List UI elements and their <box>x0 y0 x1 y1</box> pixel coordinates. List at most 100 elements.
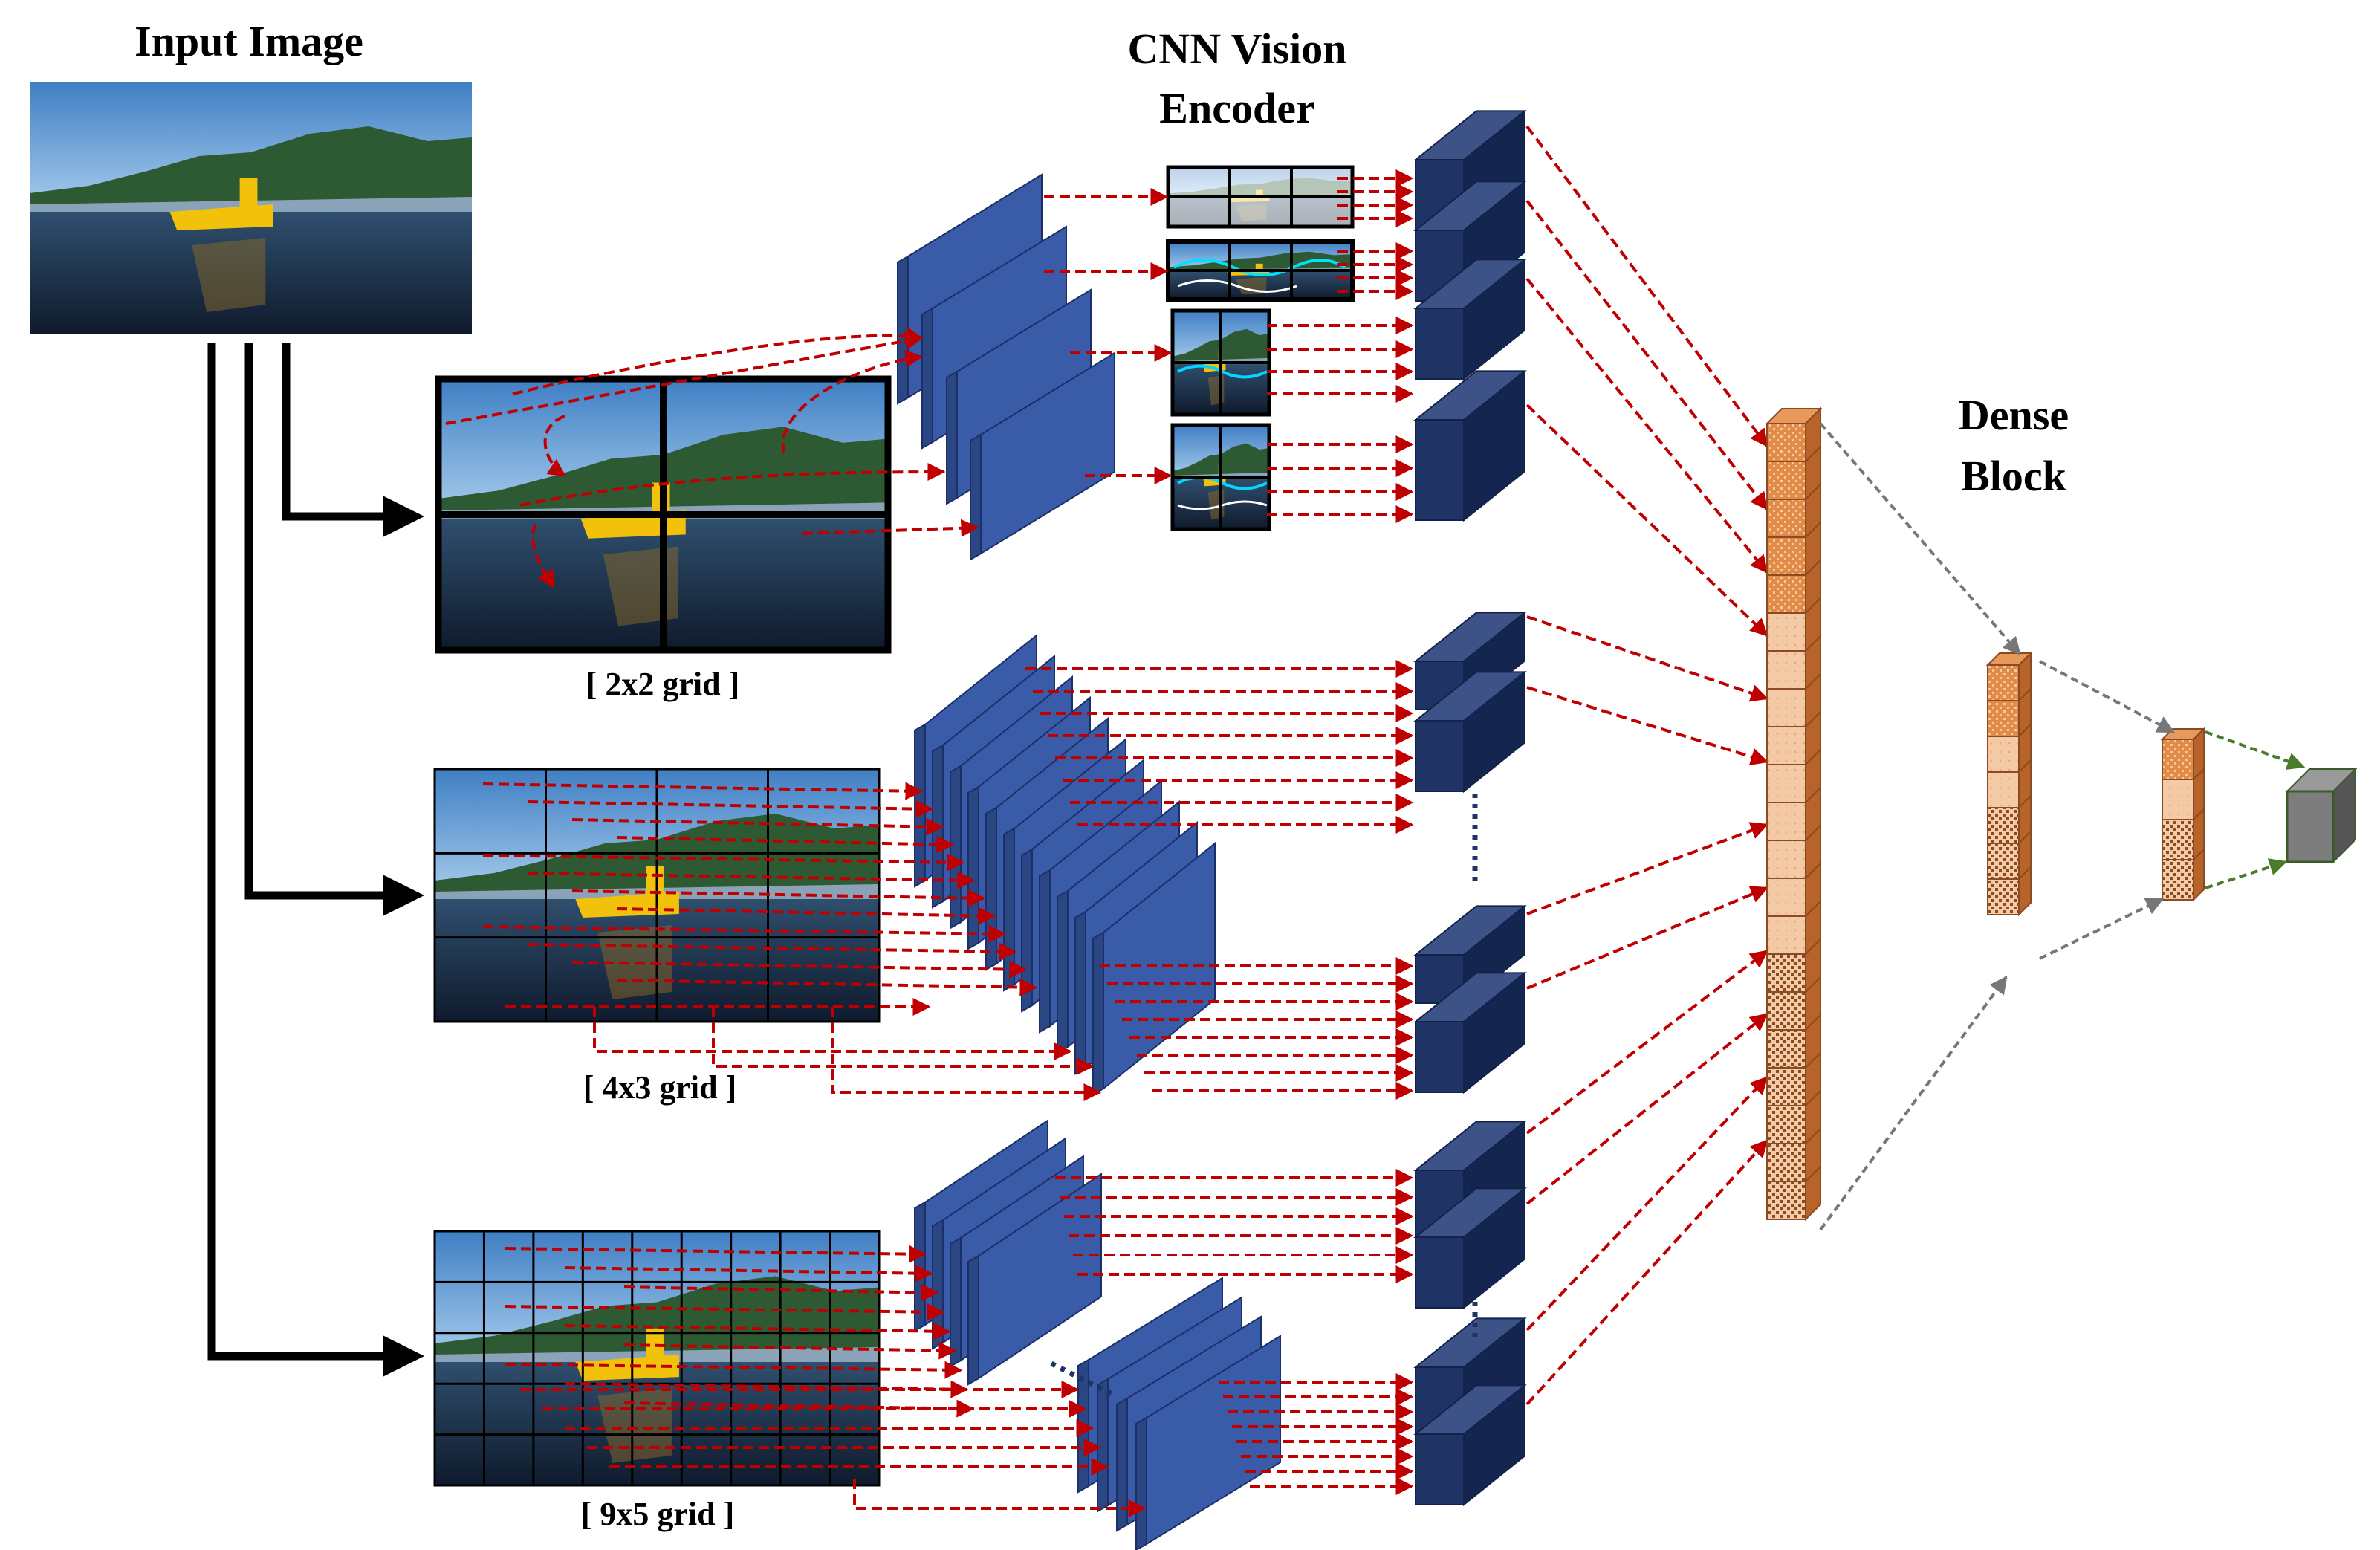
dense-cell <box>1766 536 1806 576</box>
dense-cell <box>1766 953 1806 993</box>
red-arrow <box>616 978 1038 996</box>
red-arrow <box>623 1341 957 1360</box>
red-arrow <box>1525 1076 1768 1332</box>
dense-cell <box>1766 1181 1806 1220</box>
dense-cell <box>2162 739 2194 780</box>
dense-cell <box>1987 736 2020 773</box>
feature-map-1 <box>1166 165 1355 229</box>
conv-layer-edge <box>970 433 982 561</box>
red-arrow <box>1525 1139 1768 1406</box>
red-arrow <box>512 326 924 395</box>
red-arrow <box>1526 686 1769 766</box>
dense-cell <box>1766 840 1806 879</box>
red-arrow <box>593 1007 1072 1060</box>
red-arrow <box>571 960 1028 979</box>
dense-cell <box>1987 843 2020 880</box>
red-arrow <box>1525 125 1768 447</box>
dense-cell <box>2162 819 2194 860</box>
feature-block-front <box>1415 720 1465 792</box>
dense-cell <box>1987 771 2020 808</box>
red-arrow <box>527 800 934 818</box>
dense-cell <box>1766 650 1806 690</box>
feature-map-3 <box>1170 308 1271 417</box>
dense-cell <box>1766 1143 1806 1182</box>
red-arrow <box>531 523 555 589</box>
conv-layer-edge <box>1097 1378 1109 1513</box>
input-image <box>30 82 472 334</box>
conv-layer-edge <box>1135 1416 1147 1550</box>
encoder-title-line2: Encoder <box>1159 84 1314 132</box>
dense-cell <box>1766 499 1806 538</box>
dense-cell <box>2162 779 2194 820</box>
grid-label-4x3: [ 4x3 grid ] <box>583 1069 737 1106</box>
dense-cell <box>1766 574 1806 614</box>
dense-cell <box>1766 1105 1806 1144</box>
red-arrow <box>781 349 924 454</box>
red-arrow <box>505 1245 927 1263</box>
conv-layer-edge <box>1092 931 1104 1096</box>
output-cube-front <box>2286 790 2335 863</box>
conv-layer-edge <box>967 1254 979 1386</box>
red-arrow <box>712 1007 1095 1075</box>
red-arrow <box>564 1264 933 1283</box>
red-arrow <box>527 942 1017 961</box>
dense-connector <box>2205 730 2306 771</box>
routing-arrows <box>207 343 424 1377</box>
red-arrow <box>1525 950 1768 1135</box>
red-dashed-arrows <box>445 125 1769 1517</box>
red-arrow <box>1526 822 1769 915</box>
red-arrow <box>623 1283 939 1302</box>
feature-map-2 <box>1166 239 1355 302</box>
dense-cell <box>1766 612 1806 652</box>
conv-layer-edge <box>1116 1397 1128 1532</box>
conv-stack-middle <box>914 633 1216 1096</box>
grid-label-2x2: [ 2x2 grid ] <box>586 666 740 702</box>
dense-cell <box>1766 1067 1806 1106</box>
dense-cell <box>1766 688 1806 727</box>
dense-cell <box>1987 700 2020 737</box>
grid-image-9x5 <box>433 1230 881 1487</box>
grid-border <box>435 375 892 654</box>
dense-cell <box>1766 991 1806 1031</box>
red-arrow <box>505 1303 945 1321</box>
conv-layer-edge <box>967 785 979 950</box>
red-arrow <box>505 1361 963 1379</box>
feature-map-4 <box>1170 423 1271 531</box>
conv-layer-edge <box>950 765 962 930</box>
dense-cell <box>1766 878 1806 917</box>
grid-border <box>433 768 881 1023</box>
red-arrow <box>482 853 965 872</box>
dense-cell <box>1766 764 1806 803</box>
red-arrow <box>802 519 979 537</box>
dense-cell <box>1766 802 1806 841</box>
red-arrow <box>1525 277 1768 574</box>
dense-title-line2: Block <box>1961 452 2067 500</box>
conv-layer-edge <box>897 255 909 405</box>
red-arrow <box>519 463 946 507</box>
dense-cell <box>1766 1029 1806 1069</box>
ellipsis-dots <box>1050 794 1478 1398</box>
feature-block-front <box>1415 1021 1465 1093</box>
dense-cell <box>1987 878 2020 915</box>
dense-cell <box>2162 859 2194 901</box>
dense-cell <box>1766 915 1806 955</box>
conv-layer-edge <box>1003 827 1015 992</box>
dense-cell <box>1766 726 1806 765</box>
dense-title-line1: Dense <box>1959 391 2069 439</box>
red-arrow <box>564 1322 951 1340</box>
feature-block-front <box>1415 308 1465 380</box>
input-image-title: Input Image <box>134 17 363 65</box>
red-arrow <box>1525 1013 1768 1205</box>
red-arrow <box>445 332 924 425</box>
grid-border <box>433 1230 881 1487</box>
dense-cell <box>1987 664 2020 701</box>
red-arrow <box>482 782 924 800</box>
red-arrow <box>853 1479 1147 1517</box>
red-arrow <box>527 871 976 889</box>
conv-layer-edge <box>946 370 958 505</box>
red-arrow <box>616 835 955 854</box>
conv-layer-edge <box>1039 869 1051 1034</box>
grid-image-2x2 <box>435 375 892 654</box>
feature-maps <box>1166 165 1355 531</box>
